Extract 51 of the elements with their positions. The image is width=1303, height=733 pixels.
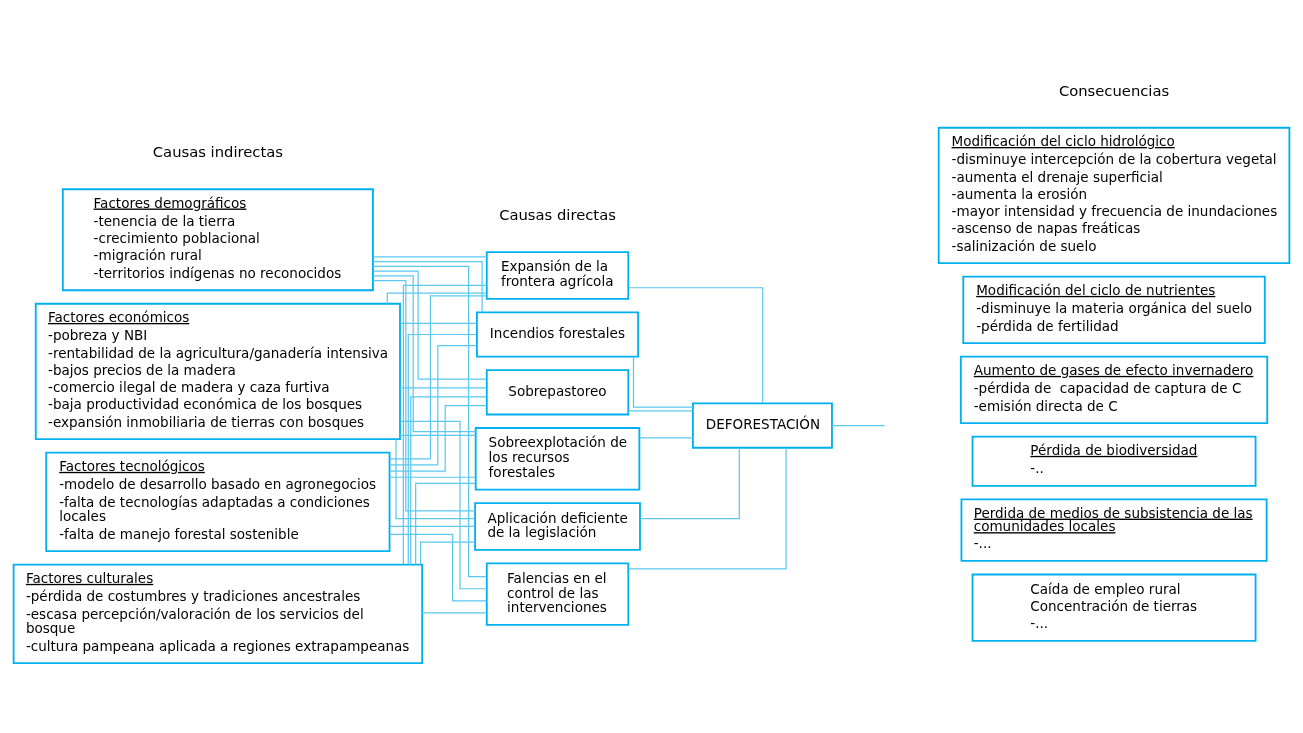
node-box: DEFORESTACIÓN: [691, 402, 833, 449]
node-box: Perdida de medios de subsistencia de las comunidades locales -...: [960, 498, 1268, 562]
connector: [389, 525, 476, 528]
connector: [399, 387, 488, 389]
connector: [372, 256, 488, 258]
connector: [372, 280, 476, 512]
connector: [399, 322, 478, 325]
label: Consecuencias: [1058, 81, 1170, 99]
connector: [389, 295, 488, 460]
connector: [386, 292, 487, 305]
connector: [372, 265, 488, 578]
connector: [399, 434, 477, 437]
node-box: Aumento de gases de efecto invernadero -pérdida de capacidad de captura de C -emisión directa de C: [959, 355, 1269, 425]
connector: [389, 476, 477, 478]
node-box: Sobreexplotación de los recursos forestales: [474, 427, 641, 491]
connector: [419, 541, 476, 565]
node-box: Incendios forestales: [476, 311, 640, 358]
node-box: Falencias en el control de las intervenciones: [485, 562, 630, 626]
node-box: Factores demográficos -tenencia de la tierra -crecimiento poblacional -migración rural -territorios indígenas no reconocidos: [61, 188, 374, 292]
label: Causas directas: [499, 206, 616, 224]
connector: [389, 344, 478, 466]
node-box: Sobrepastoreo: [485, 369, 630, 416]
connector: [372, 260, 483, 313]
node-box: Aplicación deficiente de la legislación: [474, 502, 641, 551]
connector: [421, 612, 488, 614]
node-box: Modificación del ciclo de nutrientes -disminuye la materia orgánica del suelo -pérdida de fertilidad: [962, 275, 1266, 345]
connector: [372, 275, 477, 433]
connector: [627, 447, 787, 570]
connector: [639, 447, 740, 520]
connector: [402, 284, 488, 565]
node-box: Pérdida de biodiversidad -..: [971, 435, 1257, 487]
connector: [831, 424, 886, 427]
connector: [389, 533, 487, 602]
connector: [395, 438, 476, 520]
node-box: Expansión de la frontera agrícola: [485, 251, 630, 300]
node-box: Caída de empleo rural Concentración de tierras -...: [971, 573, 1257, 642]
node-box: Factores culturales -pérdida de costumbres y tradiciones ancestrales -escasa percepción/valoración de los servicios del bosque -cultura pampeana aplicada a regiones extrapampeanas: [12, 563, 424, 664]
connector: [632, 356, 694, 408]
connector: [399, 420, 488, 590]
connector: [628, 410, 694, 412]
connector: [372, 270, 488, 380]
connector: [407, 333, 478, 566]
connector: [415, 482, 477, 566]
connector: [628, 287, 764, 404]
node-box: Factores tecnológicos -modelo de desarrollo basado en agronegocios -falta de tecnologías adaptadas a condiciones locales -falta de manejo forestal sostenible: [45, 451, 391, 552]
connector: [410, 396, 488, 566]
connector: [388, 405, 488, 472]
connector: [639, 437, 694, 439]
label: Causas indirectas: [152, 143, 283, 161]
node-box: Modificación del ciclo hidrológico -disminuye intercepción de la cobertura vegetal -aumenta el drenaje superficial -aumenta la erosión -mayor intensidad y frecuencia de inundaciones -ascenso de napas freáticas -salinización de suelo: [937, 126, 1291, 265]
node-box: Factores económicos -pobreza y NBI -rentabilidad de la agricultura/ganadería intensiva -bajos precios de la madera -comercio ilegal de madera y caza furtiva -baja productividad económica de los bosques -expansión inmobiliaria de tierras con bosques: [34, 302, 401, 441]
